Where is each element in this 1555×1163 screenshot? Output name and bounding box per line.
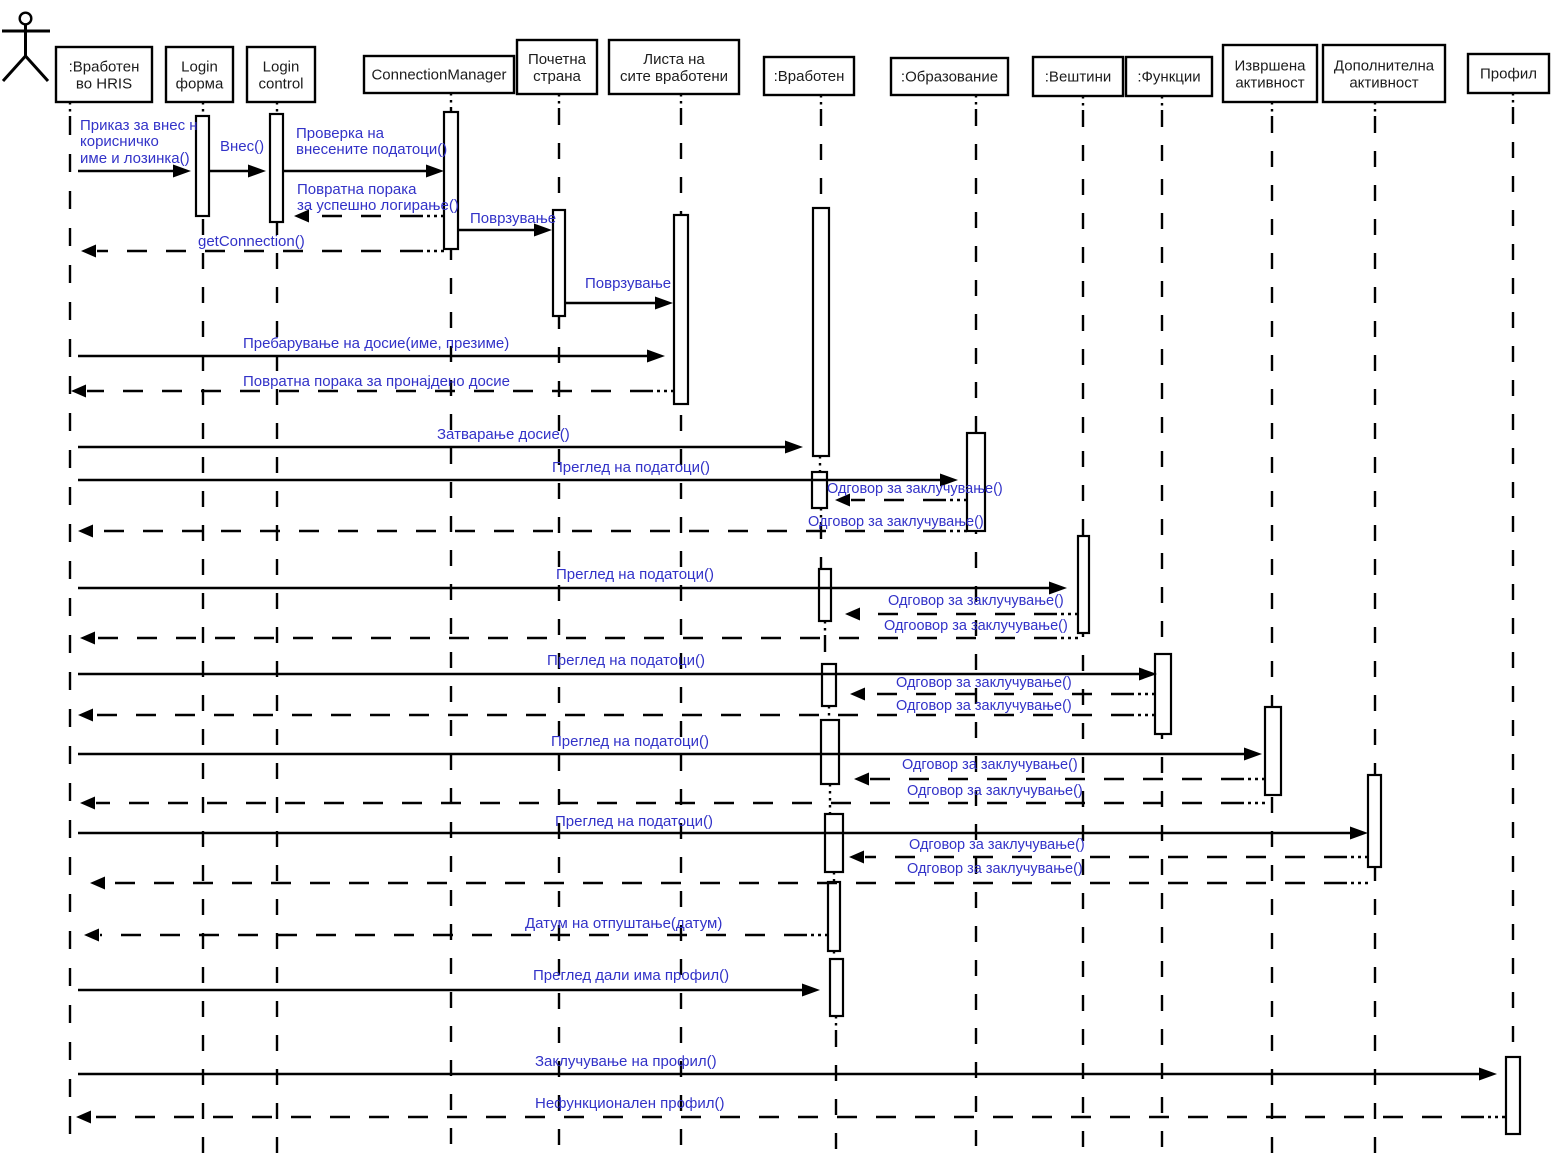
svg-text:Одговор за заклучување(): Одговор за заклучување() bbox=[902, 757, 1078, 773]
svg-text:Одговор за заклучување(): Одговор за заклучување() bbox=[896, 675, 1072, 691]
svg-text:Одговор за заклучување(): Одговор за заклучување() bbox=[888, 593, 1064, 609]
svg-text:Одгоовор за заклучување(): Одгоовор за заклучување() bbox=[884, 618, 1068, 634]
svg-text:Поврзување: Поврзување bbox=[470, 210, 556, 227]
svg-text:Одговор за заклучување(): Одговор за заклучување() bbox=[896, 698, 1072, 714]
svg-text:активност: активност bbox=[1235, 75, 1304, 92]
svg-text:Заклучување на профил(): Заклучување на профил() bbox=[535, 1053, 717, 1070]
svg-text:ConnectionManager: ConnectionManager bbox=[371, 67, 506, 84]
svg-text:Внес(): Внес() bbox=[220, 138, 264, 155]
svg-text:Преглед на податоци(): Преглед на податоци() bbox=[552, 459, 710, 476]
svg-text:Одговор за заклучување(): Одговор за заклучување() bbox=[827, 481, 1003, 497]
svg-text:Преглед дали има профил(): Преглед дали има профил() bbox=[533, 967, 729, 984]
svg-text:Одговор за заклучување(): Одговор за заклучување() bbox=[907, 861, 1083, 877]
svg-text:Извршена: Извршена bbox=[1235, 58, 1307, 75]
svg-text:Поврзување: Поврзување bbox=[585, 275, 671, 292]
svg-text:во HRIS: во HRIS bbox=[76, 76, 132, 93]
svg-text:внесените податоци(): внесените податоци() bbox=[296, 141, 447, 158]
svg-text:Проверка на: Проверка на bbox=[296, 125, 385, 142]
svg-text:Преглед на податоци(): Преглед на податоци() bbox=[551, 733, 709, 750]
svg-text:Приказ за внес н: Приказ за внес н bbox=[80, 117, 198, 134]
svg-text:Одговор за заклучување(): Одговор за заклучување() bbox=[909, 837, 1085, 853]
svg-text:Повратна порака за пронајдено: Повратна порака за пронајдено досие bbox=[243, 373, 510, 390]
svg-text:Затварање досие(): Затварање досие() bbox=[437, 426, 570, 443]
svg-text:Датум на отпуштање(датум): Датум на отпуштање(датум) bbox=[525, 915, 722, 932]
svg-text:корисничко: корисничко bbox=[80, 133, 159, 150]
svg-text:Одговор за заклучување(): Одговор за заклучување() bbox=[808, 514, 984, 530]
svg-text:за успешно логирање(): за успешно логирање() bbox=[297, 197, 459, 214]
svg-text:Дополнителна: Дополнителна bbox=[1334, 58, 1435, 75]
svg-text:Повратна порака: Повратна порака bbox=[297, 181, 417, 198]
svg-text:Одговор за заклучување(): Одговор за заклучување() bbox=[907, 783, 1083, 799]
svg-text:Листа на: Листа на bbox=[643, 51, 705, 68]
svg-text::Функции: :Функции bbox=[1137, 69, 1200, 86]
svg-text:Преглед на податоци(): Преглед на податоци() bbox=[556, 566, 714, 583]
svg-text:Почетна: Почетна bbox=[528, 51, 587, 68]
svg-text:страна: страна bbox=[533, 68, 581, 85]
svg-text:control: control bbox=[258, 76, 303, 93]
svg-text:Login: Login bbox=[263, 59, 300, 76]
svg-text::Вработен: :Вработен bbox=[774, 68, 845, 85]
svg-text:име и лозинка(): име и лозинка() bbox=[80, 150, 190, 167]
svg-text:Преглед на податоци(): Преглед на податоци() bbox=[555, 813, 713, 830]
svg-text:getConnection(): getConnection() bbox=[198, 233, 305, 250]
svg-text:Профил: Профил bbox=[1480, 66, 1537, 83]
svg-text::Вработен: :Вработен bbox=[69, 59, 140, 76]
svg-text:сите вработени: сите вработени bbox=[620, 68, 728, 85]
svg-text:форма: форма bbox=[176, 76, 224, 93]
svg-text:Нефункционален профил(): Нефункционален профил() bbox=[535, 1095, 724, 1112]
svg-text:активност: активност bbox=[1349, 75, 1418, 92]
svg-text::Образование: :Образование bbox=[901, 69, 998, 86]
svg-text:Login: Login bbox=[181, 59, 218, 76]
svg-text:Пребарување на досие(име, през: Пребарување на досие(име, презиме) bbox=[243, 335, 509, 352]
svg-text::Вештини: :Вештини bbox=[1045, 69, 1111, 86]
svg-text:Преглед на податоци(): Преглед на податоци() bbox=[547, 652, 705, 669]
